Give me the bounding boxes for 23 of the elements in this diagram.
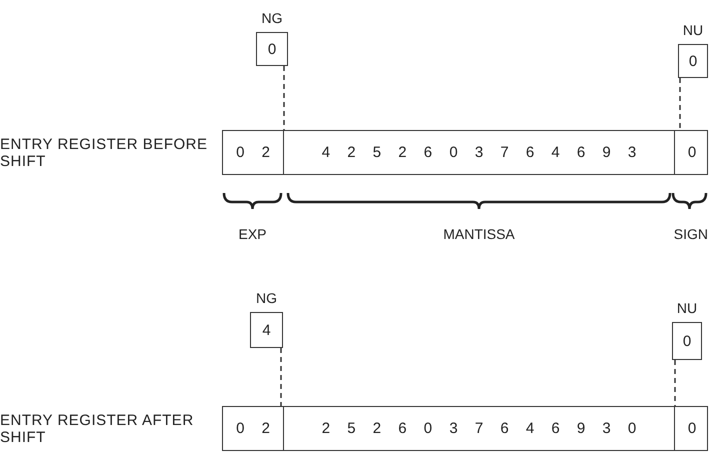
- digit: 0: [268, 40, 276, 58]
- register-name: ENTRY REGISTER BEFORE SHIFT: [0, 136, 208, 170]
- digit: 0: [688, 52, 698, 70]
- dashed-connector: [674, 360, 676, 406]
- digits: 0: [688, 144, 696, 161]
- dashed-connector: [280, 348, 282, 406]
- field-label: SIGN: [674, 226, 708, 242]
- field-label: MANTISSA: [442, 226, 516, 242]
- register-label: NU: [676, 300, 698, 316]
- field-label: EXP: [237, 226, 268, 242]
- digit: 4: [262, 322, 271, 338]
- digits: 0 2: [236, 420, 270, 437]
- register-name: ENTRY REGISTER AFTER SHIFT: [0, 412, 195, 446]
- register-label: NG: [255, 290, 278, 306]
- dashed-connector: [679, 78, 681, 130]
- register-label: NU: [682, 22, 704, 38]
- dashed-connector: [283, 66, 285, 130]
- digit: 0: [682, 332, 692, 350]
- digits: 0 2: [236, 144, 270, 161]
- digits: 2 5 2 6 0 3 7 6 4 6 9 3 0: [322, 420, 636, 437]
- register-label: NG: [260, 10, 284, 26]
- digits: 4 2 5 2 6 0 3 7 6 4 6 9 3: [322, 144, 636, 161]
- digits: 0: [688, 420, 696, 437]
